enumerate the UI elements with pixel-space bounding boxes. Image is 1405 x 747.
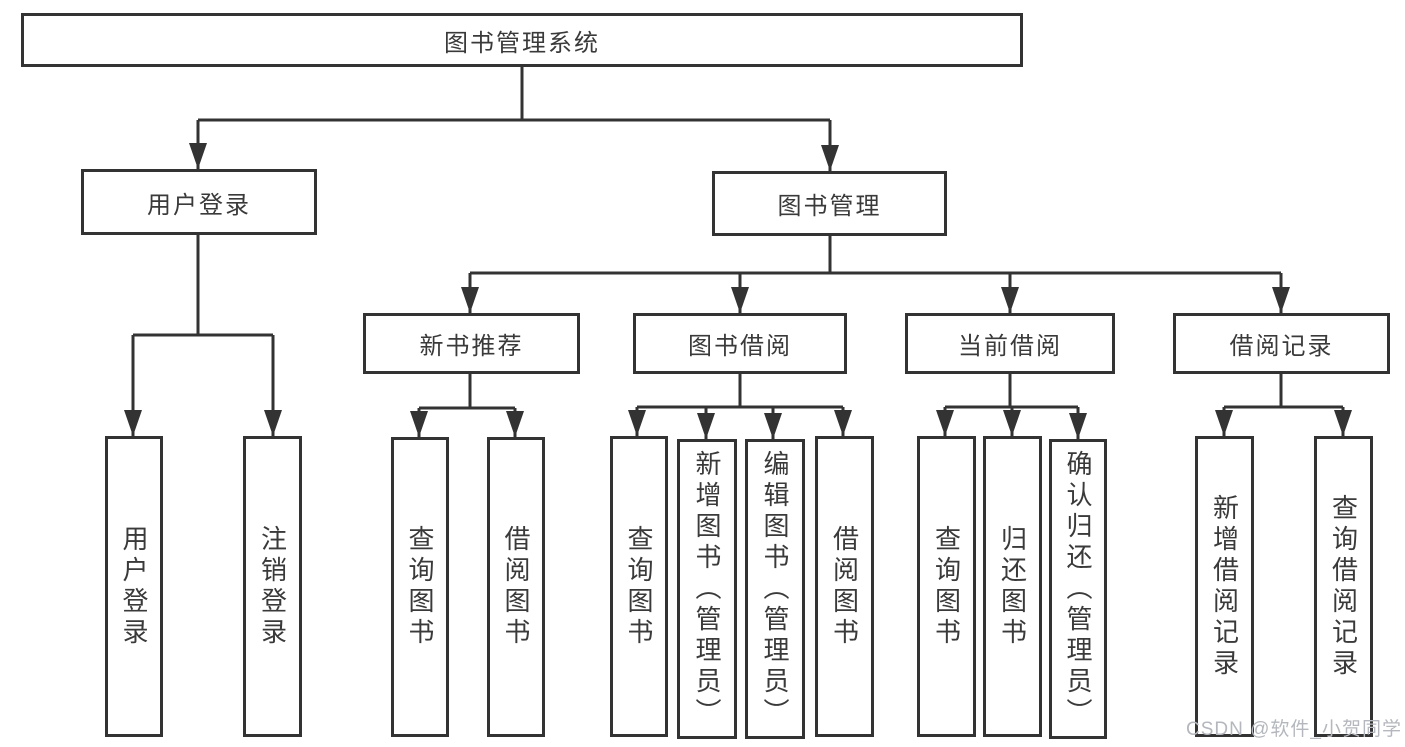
node-current-borrowing: 当前借阅 [905, 313, 1115, 374]
leaf-cb-query-books: 查询图书 [917, 436, 976, 737]
leaf-nb-query-books: 查询图书 [391, 437, 449, 737]
node-book-borrowing: 图书借阅 [633, 313, 847, 374]
node-book-management: 图书管理 [712, 171, 947, 236]
leaf-logout: 注销登录 [243, 436, 302, 737]
leaf-br-query-record: 查询借阅记录 [1314, 436, 1373, 737]
leaf-cb-confirm-return-admin: 确认归还（管理员） [1049, 439, 1107, 739]
leaf-cb-return-books: 归还图书 [983, 436, 1042, 737]
watermark: CSDN @软件_小贺同学 [1186, 719, 1402, 740]
leaf-bb-edit-books-admin: 编辑图书（管理员） [745, 439, 805, 739]
leaf-user-login: 用户登录 [105, 436, 163, 737]
leaf-br-add-record: 新增借阅记录 [1195, 436, 1254, 737]
leaf-nb-borrow-books: 借阅图书 [487, 437, 545, 737]
node-library-system: 图书管理系统 [21, 13, 1023, 67]
node-user-login: 用户登录 [81, 169, 317, 235]
node-borrowing-records: 借阅记录 [1173, 313, 1390, 374]
leaf-bb-query-books: 查询图书 [610, 436, 668, 737]
leaf-bb-borrow-books: 借阅图书 [815, 436, 874, 737]
node-new-book-recommend: 新书推荐 [363, 313, 580, 374]
leaf-bb-add-books-admin: 新增图书（管理员） [677, 439, 737, 739]
